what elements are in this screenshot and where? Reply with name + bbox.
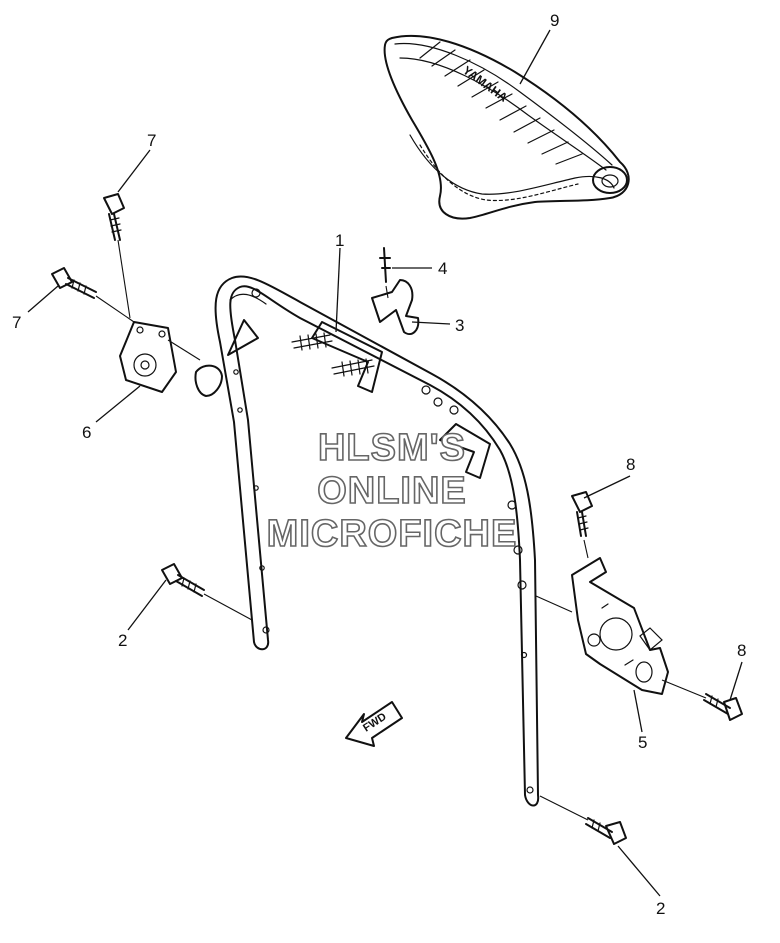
handlebar-frame-part-1[interactable] bbox=[214, 275, 540, 807]
callout-4[interactable]: 4 bbox=[438, 259, 447, 278]
callout-3[interactable]: 3 bbox=[455, 316, 464, 335]
clip-part-3[interactable] bbox=[371, 279, 420, 336]
callout-8-right[interactable]: 8 bbox=[737, 641, 746, 660]
callout-8-upper[interactable]: 8 bbox=[626, 455, 635, 474]
watermark-line-1: HLSM'S bbox=[318, 427, 466, 469]
handlebar-pad-part-9[interactable]: YAMAHA bbox=[383, 34, 630, 220]
callout-7-left[interactable]: 7 bbox=[12, 313, 21, 332]
watermark: HLSM'S ONLINE MICROFICHE bbox=[266, 426, 518, 556]
pin-part-4[interactable] bbox=[379, 247, 391, 283]
callout-9[interactable]: 9 bbox=[550, 11, 559, 30]
bolt-7-left[interactable] bbox=[51, 267, 97, 299]
bolt-8-upper[interactable] bbox=[571, 491, 593, 537]
callout-6[interactable]: 6 bbox=[82, 423, 91, 442]
callout-7-upper[interactable]: 7 bbox=[147, 131, 156, 150]
left-bracket-part-6[interactable] bbox=[119, 321, 223, 397]
callout-2-lower[interactable]: 2 bbox=[656, 899, 665, 918]
forward-direction-arrow: FWD bbox=[345, 701, 403, 747]
bolt-7-upper[interactable] bbox=[103, 193, 125, 241]
callout-2-left[interactable]: 2 bbox=[118, 631, 127, 650]
watermark-line-3: MICROFICHE bbox=[267, 513, 518, 555]
bolt-2-left[interactable] bbox=[161, 563, 205, 597]
callout-5[interactable]: 5 bbox=[638, 733, 647, 752]
callout-1[interactable]: 1 bbox=[335, 231, 344, 250]
bolt-8-right[interactable] bbox=[703, 693, 743, 721]
watermark-line-2: ONLINE bbox=[317, 470, 467, 512]
bolt-2-lower[interactable] bbox=[585, 817, 627, 845]
fwd-label: FWD bbox=[361, 711, 389, 735]
right-bracket-part-5[interactable] bbox=[571, 557, 669, 695]
